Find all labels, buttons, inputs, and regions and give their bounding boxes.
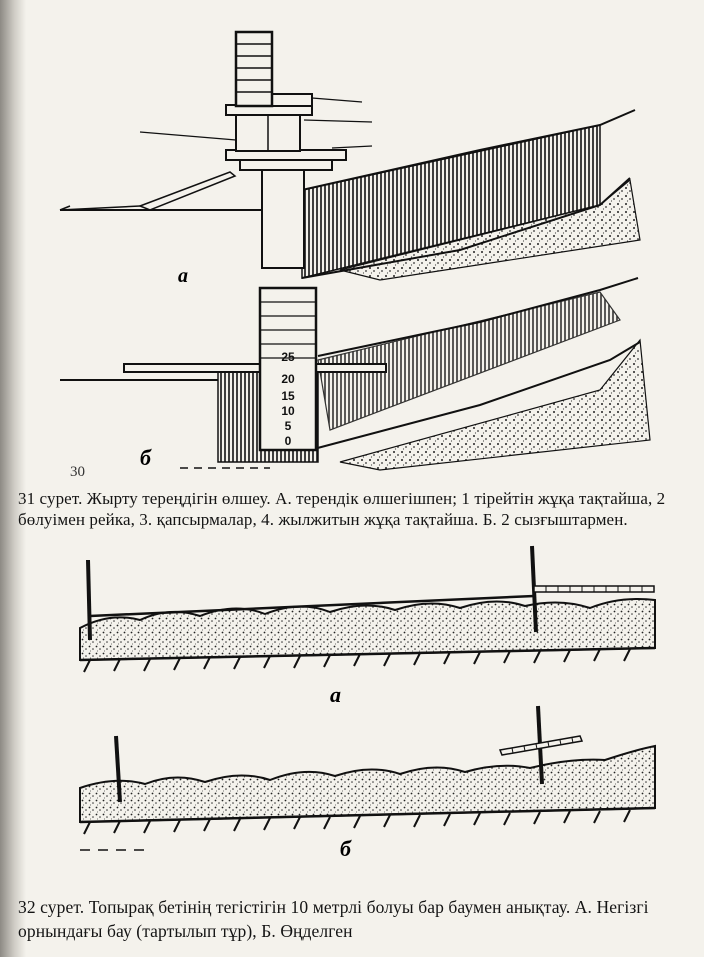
figure-31-depth-gauge: а 25 20 15 10 5 0 б 30 (59, 30, 651, 480)
figure-31-a-label: а (178, 265, 188, 287)
figure-32-part-b: б (79, 705, 656, 861)
scale-mark-10: 10 (281, 404, 295, 418)
page-binding-shadow (0, 0, 26, 957)
scale-mark-20: 20 (281, 372, 295, 386)
scale-mark-15: 15 (281, 389, 295, 403)
figure-31-stray-mark: 30 (70, 464, 85, 480)
scale-mark-5: 5 (285, 419, 292, 433)
scale-mark-0: 0 (285, 434, 292, 448)
figure-31-b-label: б (140, 445, 152, 470)
figure-32-surface-evenness: а б (79, 545, 656, 861)
figure-31-part-a: а (59, 30, 641, 287)
scale-mark-25: 25 (281, 350, 295, 364)
figure-31-part-b: 25 20 15 10 5 0 б 30 (60, 277, 651, 480)
figure-32-a-label: а (330, 682, 341, 707)
figure-32-part-a: а (79, 545, 656, 707)
figure-32-caption: 32 сурет. Топырақ бетінің тегістігін 10 … (18, 897, 649, 941)
figure-31-caption: 31 сурет. Жырту тереңдігін өлшеу. А. тер… (18, 489, 666, 529)
figure-32-b-label: б (340, 836, 352, 861)
